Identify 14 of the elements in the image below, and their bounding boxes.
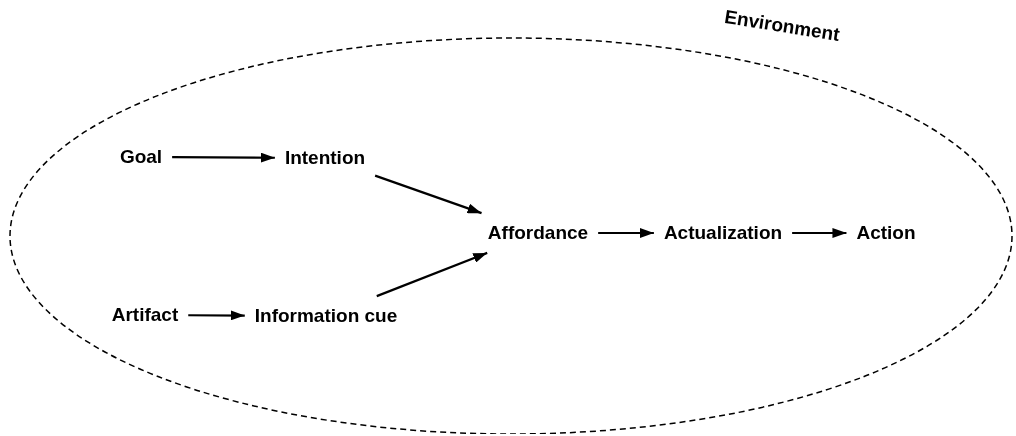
- node-label: Intention: [284, 146, 366, 170]
- node-label: Actualization: [663, 221, 783, 245]
- arrow: [172, 152, 275, 163]
- arrow: [598, 228, 654, 238]
- node-label: Artifact: [111, 303, 179, 327]
- environment-label: Environment: [723, 7, 841, 44]
- arrow: [374, 174, 482, 215]
- node-label: Action: [856, 221, 916, 245]
- node-label: Information cue: [254, 304, 398, 328]
- arrow: [792, 228, 847, 238]
- arrow: [376, 251, 488, 298]
- arrow: [188, 310, 245, 321]
- node-label: Affordance: [487, 221, 589, 245]
- node-label: Goal: [119, 145, 163, 169]
